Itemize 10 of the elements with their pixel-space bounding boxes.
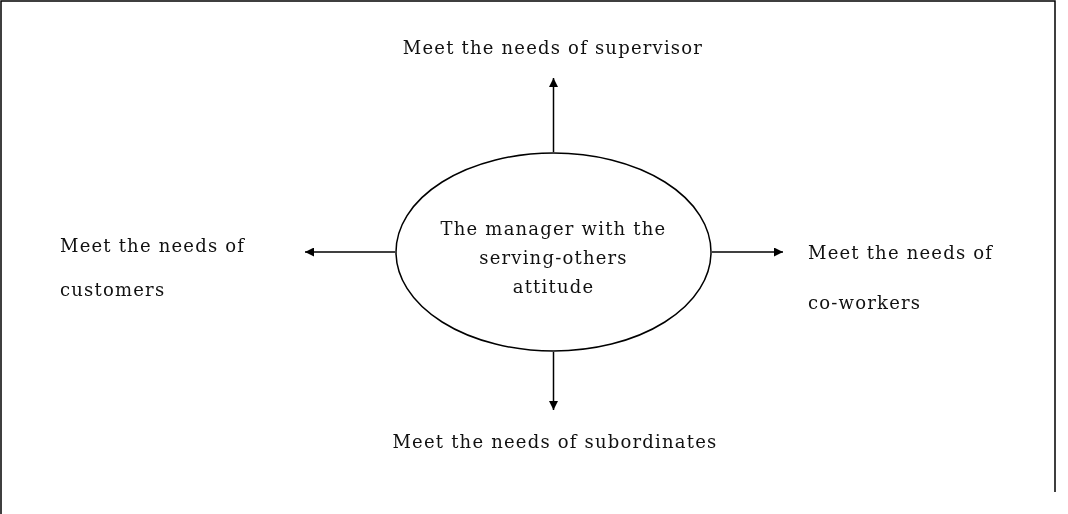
arrow bbox=[549, 351, 558, 411]
arrow bbox=[304, 247, 396, 257]
arrow bbox=[549, 77, 558, 153]
node-text: Meet the needs of customers bbox=[60, 234, 247, 302]
arrow bbox=[711, 247, 784, 257]
node-text: Meet the needs of subordinates bbox=[391, 430, 719, 454]
node-text: Meet the needs of co-workers bbox=[808, 241, 995, 315]
ellipse-node bbox=[395, 152, 712, 352]
node-text: Meet the needs of supervisor bbox=[401, 36, 705, 60]
node-text: The manager with the serving-others attitude bbox=[439, 216, 668, 299]
